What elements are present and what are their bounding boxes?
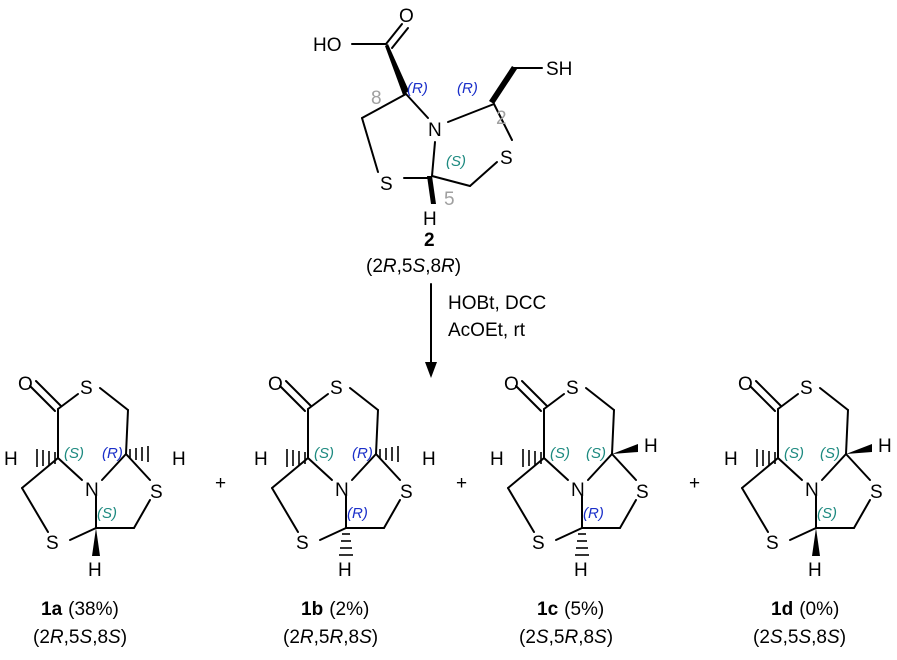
bond-c5-ch2 [431,175,471,187]
product-1c-label: 1c(5%) [537,599,604,620]
reagents-line-2: AcOEt, rt [448,320,526,341]
stereo-left: (S) [550,445,570,462]
product-1b-label: 1b(2%) [301,599,369,620]
atom-s-right: S [400,482,413,503]
wedge-c2-ch2sh [489,66,517,104]
product-1d-config: (2S,5S,8S) [753,627,846,648]
product-1d: O S N S S H H H (S) (S) (S) 1d(0%) (2S,5… [724,374,892,648]
atom-h-left: H [490,449,504,470]
stereo-right: (R) [102,445,123,462]
atom-o: O [738,374,753,395]
reaction-arrow: HOBt, DCC AcOEt, rt [425,283,546,378]
atom-s-left: S [46,533,59,554]
atom-h-right: H [644,436,658,457]
label-o: O [399,6,414,27]
plus-sign-2: + [456,473,467,494]
atom-n: N [805,480,819,501]
atom-h-bottom: H [574,560,588,581]
label-n: N [428,120,442,141]
plus-sign-3: + [689,473,700,494]
atom-h-right: H [422,449,436,470]
wedge-c5-h [427,176,436,204]
atom-s-left: S [296,533,309,554]
bond-ch2-s [361,117,379,173]
product-1a-config: (2R,5S,8S) [33,627,127,648]
atom-h-left: H [4,449,18,470]
wedge-c8-cooh [385,44,409,95]
atom-h-bottom: H [88,560,102,581]
atom-h-bottom: H [338,560,352,581]
stereo-left: (S) [784,445,804,462]
product-1b-config: (2R,5R,8S) [283,627,378,648]
label-s-ring1: S [380,174,393,195]
product-1b: O S N S S H H H (S) (R) (R) 1b(2%) (2R,5… [254,374,436,648]
bond-c-o-1 [385,23,403,45]
compound-2-structure: HO O SH N S S H 8 2 5 (R) (R) (S) 2 (2R,… [313,6,572,277]
atom-h-bottom: H [808,560,822,581]
atom-s-left: S [766,533,779,554]
locant-2: 2 [496,108,507,129]
stereo-c8: (R) [407,80,428,97]
bond-n-c2 [447,103,495,123]
atom-n: N [571,480,585,501]
stereo-left: (S) [64,445,84,462]
atom-n: N [85,480,99,501]
atom-s-right: S [150,482,163,503]
bond-n-c5 [431,141,436,177]
atom-s-right: S [636,482,649,503]
atom-s-top: S [80,378,93,399]
locant-8: 8 [371,88,382,109]
locant-5: 5 [444,189,455,210]
label-s-ring2: S [500,148,513,169]
bond-c8-ch2 [361,93,407,119]
atom-h-right: H [878,436,892,457]
label-h: H [423,209,437,230]
stereo-bottom: (R) [347,505,368,522]
atom-s-right: S [870,482,883,503]
stereo-bottom: (S) [97,505,117,522]
atom-h-right: H [172,449,186,470]
wedge-h-bottom [92,528,100,556]
atom-o: O [18,374,33,395]
stereo-bottom: (S) [817,505,837,522]
compound-2-number: 2 [424,230,435,251]
bond-s2-c2 [493,103,513,141]
stereo-c2: (R) [457,80,478,97]
arrow-head [425,362,437,378]
atom-s-top: S [330,378,343,399]
atom-o: O [504,374,519,395]
stereo-c5: (S) [446,153,466,170]
product-1d-label: 1d(0%) [771,599,839,620]
label-sh: SH [546,59,572,80]
stereo-right: (S) [820,445,840,462]
reagents-line-1: HOBt, DCC [448,293,546,314]
atom-o: O [268,374,283,395]
stereo-right: (S) [586,445,606,462]
plus-sign-1: + [215,473,226,494]
stereo-bottom: (R) [583,505,604,522]
atom-s-left: S [532,533,545,554]
atom-h-left: H [254,449,268,470]
product-1a: O S N S S H H H (S) (R) (S) 1a(38%) (2R,… [4,374,186,648]
stereo-left: (S) [314,445,334,462]
compound-2-config: (2R,5S,8R) [366,256,461,277]
bond-ch2-s2 [469,161,498,187]
label-ho: HO [313,35,342,56]
atom-n: N [335,480,349,501]
product-1c-config: (2S,5R,8S) [519,627,613,648]
bond-c8-n [405,93,429,119]
atom-s-top: S [800,378,813,399]
stereo-right: (R) [352,445,373,462]
product-1a-label: 1a(38%) [41,599,119,620]
bond-c-o-2 [391,27,409,49]
product-1c: O S N S S H H H (S) (S) (R) 1c(5%) (2S,5… [490,374,658,648]
atom-h-left: H [724,449,738,470]
atom-s-top: S [566,378,579,399]
